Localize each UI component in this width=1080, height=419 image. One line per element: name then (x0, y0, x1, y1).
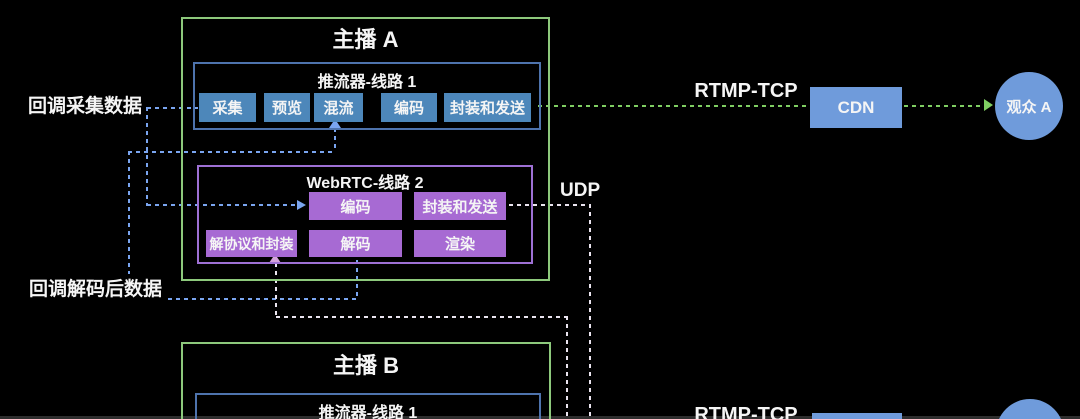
cdn-node-b (812, 413, 902, 419)
step-preview: 预览 (264, 93, 310, 122)
broadcaster-a-box (181, 17, 550, 281)
webrtc-line2-box (197, 165, 533, 264)
mix-arrow-icon (329, 119, 341, 128)
webrtc-step-decode: 解码 (309, 230, 402, 257)
rtmp-tcp-label-a: RTMP-TCP (694, 80, 798, 102)
callback-decoded-line-v3 (334, 128, 336, 152)
webrtc-step-unpack: 解协议和封装 (206, 230, 297, 257)
webrtc-step-render: 渲染 (414, 230, 506, 257)
udp-send-line-h (509, 204, 591, 206)
unpack-arrow-icon (269, 254, 281, 263)
pusher-line1-box (193, 62, 541, 130)
webrtc-step-encode: 编码 (309, 192, 402, 220)
udp-send-line-v (589, 204, 591, 419)
step-mix: 混流 (314, 93, 363, 122)
callback-capture-line-h1 (147, 107, 198, 109)
rtmp-line-a1 (538, 105, 808, 107)
callback-decoded-line-h2 (128, 151, 335, 153)
pusher-line1-b-box (195, 393, 541, 419)
viewer-a-node: 观众 A (995, 72, 1063, 140)
pusher-line1-b-title: 推流器-线路 1 (318, 405, 418, 419)
broadcaster-a-title: 主播 A (332, 27, 399, 52)
callback-capture-line-h2 (147, 204, 297, 206)
viewer-a-arrow-icon (984, 99, 993, 111)
encode-arrow-icon (297, 200, 306, 210)
callback-capture-label: 回调采集数据 (26, 91, 145, 118)
rtmp-line-a2 (904, 105, 984, 107)
webrtc-line2-title: WebRTC-线路 2 (306, 175, 424, 192)
webrtc-step-package-send: 封装和发送 (414, 192, 506, 220)
callback-capture-line-v1 (146, 107, 148, 206)
step-capture: 采集 (199, 93, 256, 122)
udp-label: UDP (560, 180, 601, 201)
udp-receive-line-h (276, 316, 568, 318)
viewer-b-node (996, 399, 1064, 419)
pusher-line1-title: 推流器-线路 1 (317, 74, 417, 91)
callback-decoded-line-v1 (356, 252, 358, 299)
cdn-node-a: CDN (810, 87, 902, 128)
step-package-send: 封装和发送 (444, 93, 531, 122)
udp-receive-line-v1 (566, 316, 568, 419)
callback-decoded-label: 回调解码后数据 (27, 274, 165, 301)
udp-receive-line-v2 (275, 263, 277, 317)
cdn-label-a: CDN (837, 97, 875, 117)
broadcaster-b-title: 主播 B (332, 353, 399, 378)
rtmp-tcp-label-b: RTMP-TCP (694, 404, 798, 419)
callback-decoded-line-v2 (128, 151, 130, 299)
callback-decoded-line-h1 (128, 298, 357, 300)
broadcaster-b-box (181, 342, 551, 419)
viewer-a-label: 观众 A (1006, 98, 1052, 116)
step-encode: 编码 (381, 93, 437, 122)
